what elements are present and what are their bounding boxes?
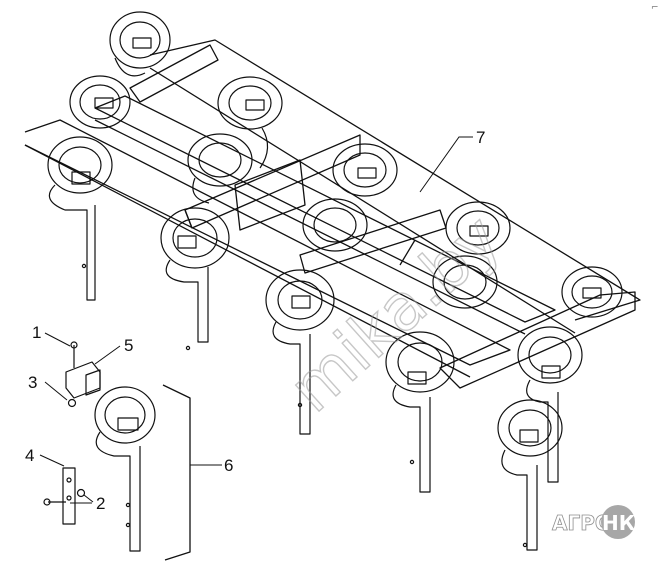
tine-mid-2 [187,133,253,204]
tine-mid-4 [432,255,498,309]
tine-back-6 [561,266,623,318]
callout-5: 5 [124,336,133,355]
tines [43,11,623,552]
tine-mid-3 [302,198,368,252]
callout-7: 7 [476,128,485,147]
callout-4: 4 [25,446,34,465]
detail-hardware [43,341,101,525]
callouts: 1 2 3 4 5 6 7 [25,128,485,513]
tine-back-5 [445,201,511,255]
logo-text-left: АГРО [552,511,612,535]
callout-3: 3 [28,373,37,392]
cross-members [129,44,636,389]
tine-mid-1 [47,136,113,301]
callout-1: 1 [32,323,41,342]
tine-front-3 [385,331,455,493]
logo-text-right: НКЛ [602,511,652,535]
watermark: mikа.by [276,201,515,427]
main-beams [24,39,641,378]
callout-2: 2 [96,494,105,513]
tine-back-4 [332,143,398,197]
tine-front-1 [160,207,230,351]
tine-front-2 [265,269,335,435]
tine-front-4 [517,326,583,483]
tine-back-3 [217,76,283,169]
leader-lines [39,136,473,504]
tine-back-2 [69,75,131,129]
callout-6: 6 [224,456,233,475]
tine-detail [94,386,156,552]
agronkl-logo: АГРО НКЛ [552,505,652,539]
tine-front-5 [497,399,563,551]
corner-mark: ⌐ [651,3,659,13]
group-bracket-6 [162,384,191,561]
tine-back-1 [109,11,171,77]
frame-assembly [24,11,641,561]
